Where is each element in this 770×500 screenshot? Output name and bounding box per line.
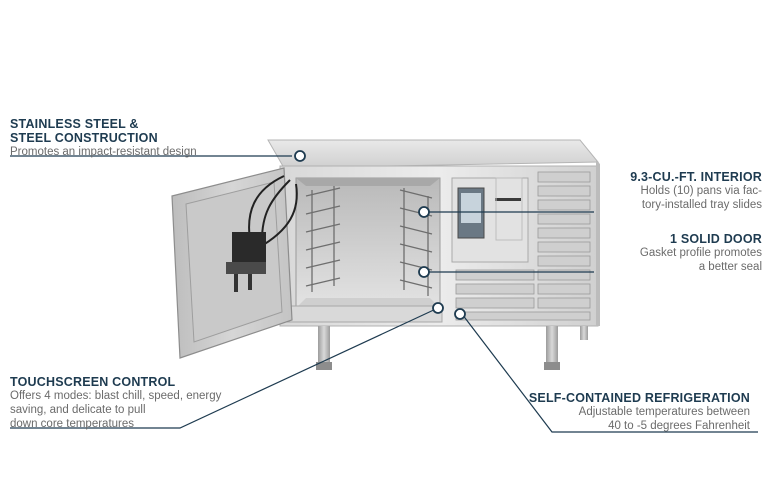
callout-description: Holds (10) pans via fac- [640,185,762,197]
callout-description: Adjustable temperatures between [578,406,750,418]
leg-front-left [318,326,330,366]
callout-title: STAINLESS STEEL & [10,117,139,131]
interior-cavity [295,177,441,309]
callout-description: Gasket profile promotes [639,247,762,259]
callout-description: saving, and delicate to pull [10,404,146,416]
callout-description: a better seal [698,261,762,273]
callout-self-contained-refrigeration: SELF-CONTAINED REFRIGERATION Adjustable … [520,391,750,433]
callout-title: 9.3-CU.-FT. INTERIOR [630,170,762,184]
vent-louvers [455,171,591,321]
callout-interior: 9.3-CU.-FT. INTERIOR Holds (10) pans via… [592,170,762,212]
callout-description: Offers 4 modes: blast chill, speed, ener… [10,390,222,402]
leg-front-right [546,326,558,366]
callout-leaders [10,155,758,433]
callout-description: 40 to -5 degrees Fahrenheit [608,420,750,432]
tray-slides-left [305,186,341,292]
callout-title: TOUCHSCREEN CONTROL [10,375,176,389]
callout-description: Promotes an impact-resistant design [10,146,197,158]
callout-steel-construction: STAINLESS STEEL & STEEL CONSTRUCTION Pro… [10,117,197,159]
callout-description: down core temperatures [10,418,135,430]
callout-dots [294,150,466,320]
callout-solid-door: 1 SOLID DOOR Gasket profile promotes a b… [592,232,762,274]
callout-title: SELF-CONTAINED REFRIGERATION [528,391,750,405]
callout-title: 1 SOLID DOOR [670,232,762,246]
callout-title: STEEL CONSTRUCTION [10,131,158,145]
callout-touchscreen-control: TOUCHSCREEN CONTROL Offers 4 modes: blas… [10,375,221,431]
cabinet-top [267,139,600,169]
callout-description: tory-installed tray slides [641,199,762,211]
